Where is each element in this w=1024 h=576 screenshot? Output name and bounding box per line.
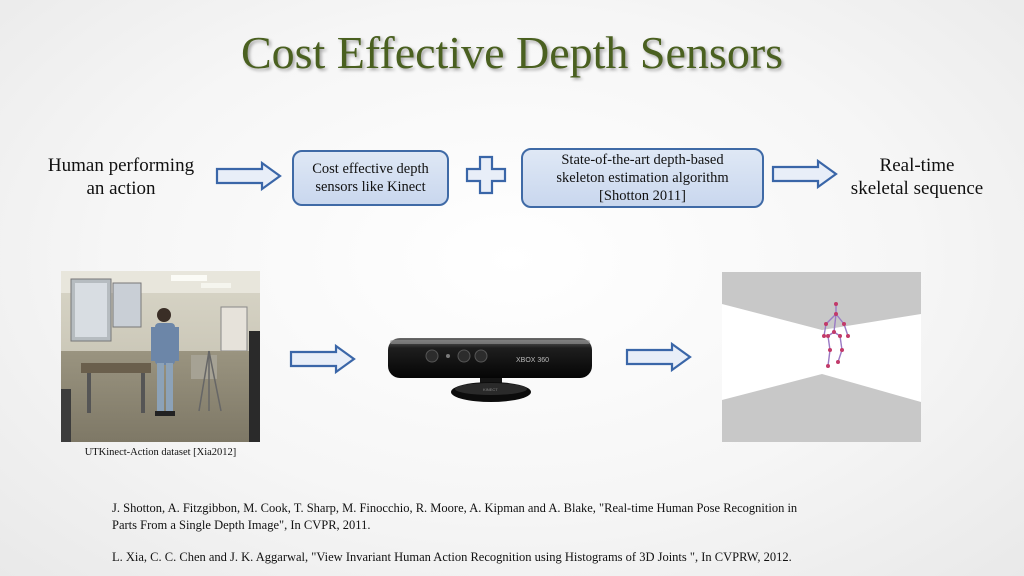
slide-title: Cost Effective Depth Sensors (240, 27, 784, 78)
flow-right-label-line1: Real-time (879, 155, 955, 176)
kinect-sensor-box: Cost effective depth sensors like Kinect (292, 150, 449, 206)
box1-line1: Cost effective depth (312, 161, 429, 177)
skeleton-algorithm-box: State-of-the-art depth-based skeleton es… (521, 148, 764, 208)
box2-line2: skeleton estimation algorithm (556, 170, 729, 186)
kinect-device-image: XBOX 360 KINECT (388, 338, 592, 402)
flow-arrow-2 (771, 158, 838, 190)
image-arrow-2 (625, 341, 692, 373)
flow-left-label-line1: Human performing (47, 155, 195, 176)
reference-shotton-line1: J. Shotton, A. Fitzgibbon, M. Cook, T. S… (112, 501, 798, 515)
references: J. Shotton, A. Fitzgibbon, M. Cook, T. S… (112, 500, 912, 566)
skeleton-image (722, 272, 921, 442)
kinect-base-label: KINECT (483, 387, 498, 392)
reference-shotton-line2: Parts From a Single Depth Image", In CVP… (112, 518, 371, 532)
flow-right-label-line2: skeletal sequence (850, 178, 984, 199)
flow-left-label: Human performing an action (30, 154, 212, 200)
dataset-caption: UTKinect-Action dataset [Xia2012] (84, 447, 237, 458)
kinect-brand-label: XBOX 360 (516, 357, 549, 364)
dataset-photo (61, 271, 260, 442)
box1-line2: sensors like Kinect (315, 179, 426, 195)
flow-arrow-1 (215, 160, 282, 192)
reference-xia: L. Xia, C. C. Chen and J. K. Aggarwal, "… (112, 550, 792, 564)
plus-icon (465, 155, 507, 195)
box2-line1: State-of-the-art depth-based (561, 152, 724, 168)
image-arrow-1 (289, 343, 356, 375)
flow-right-label: Real-time skeletal sequence (832, 154, 1002, 200)
box2-line3: [Shotton 2011] (599, 188, 686, 204)
flow-left-label-line2: an action (86, 178, 156, 199)
